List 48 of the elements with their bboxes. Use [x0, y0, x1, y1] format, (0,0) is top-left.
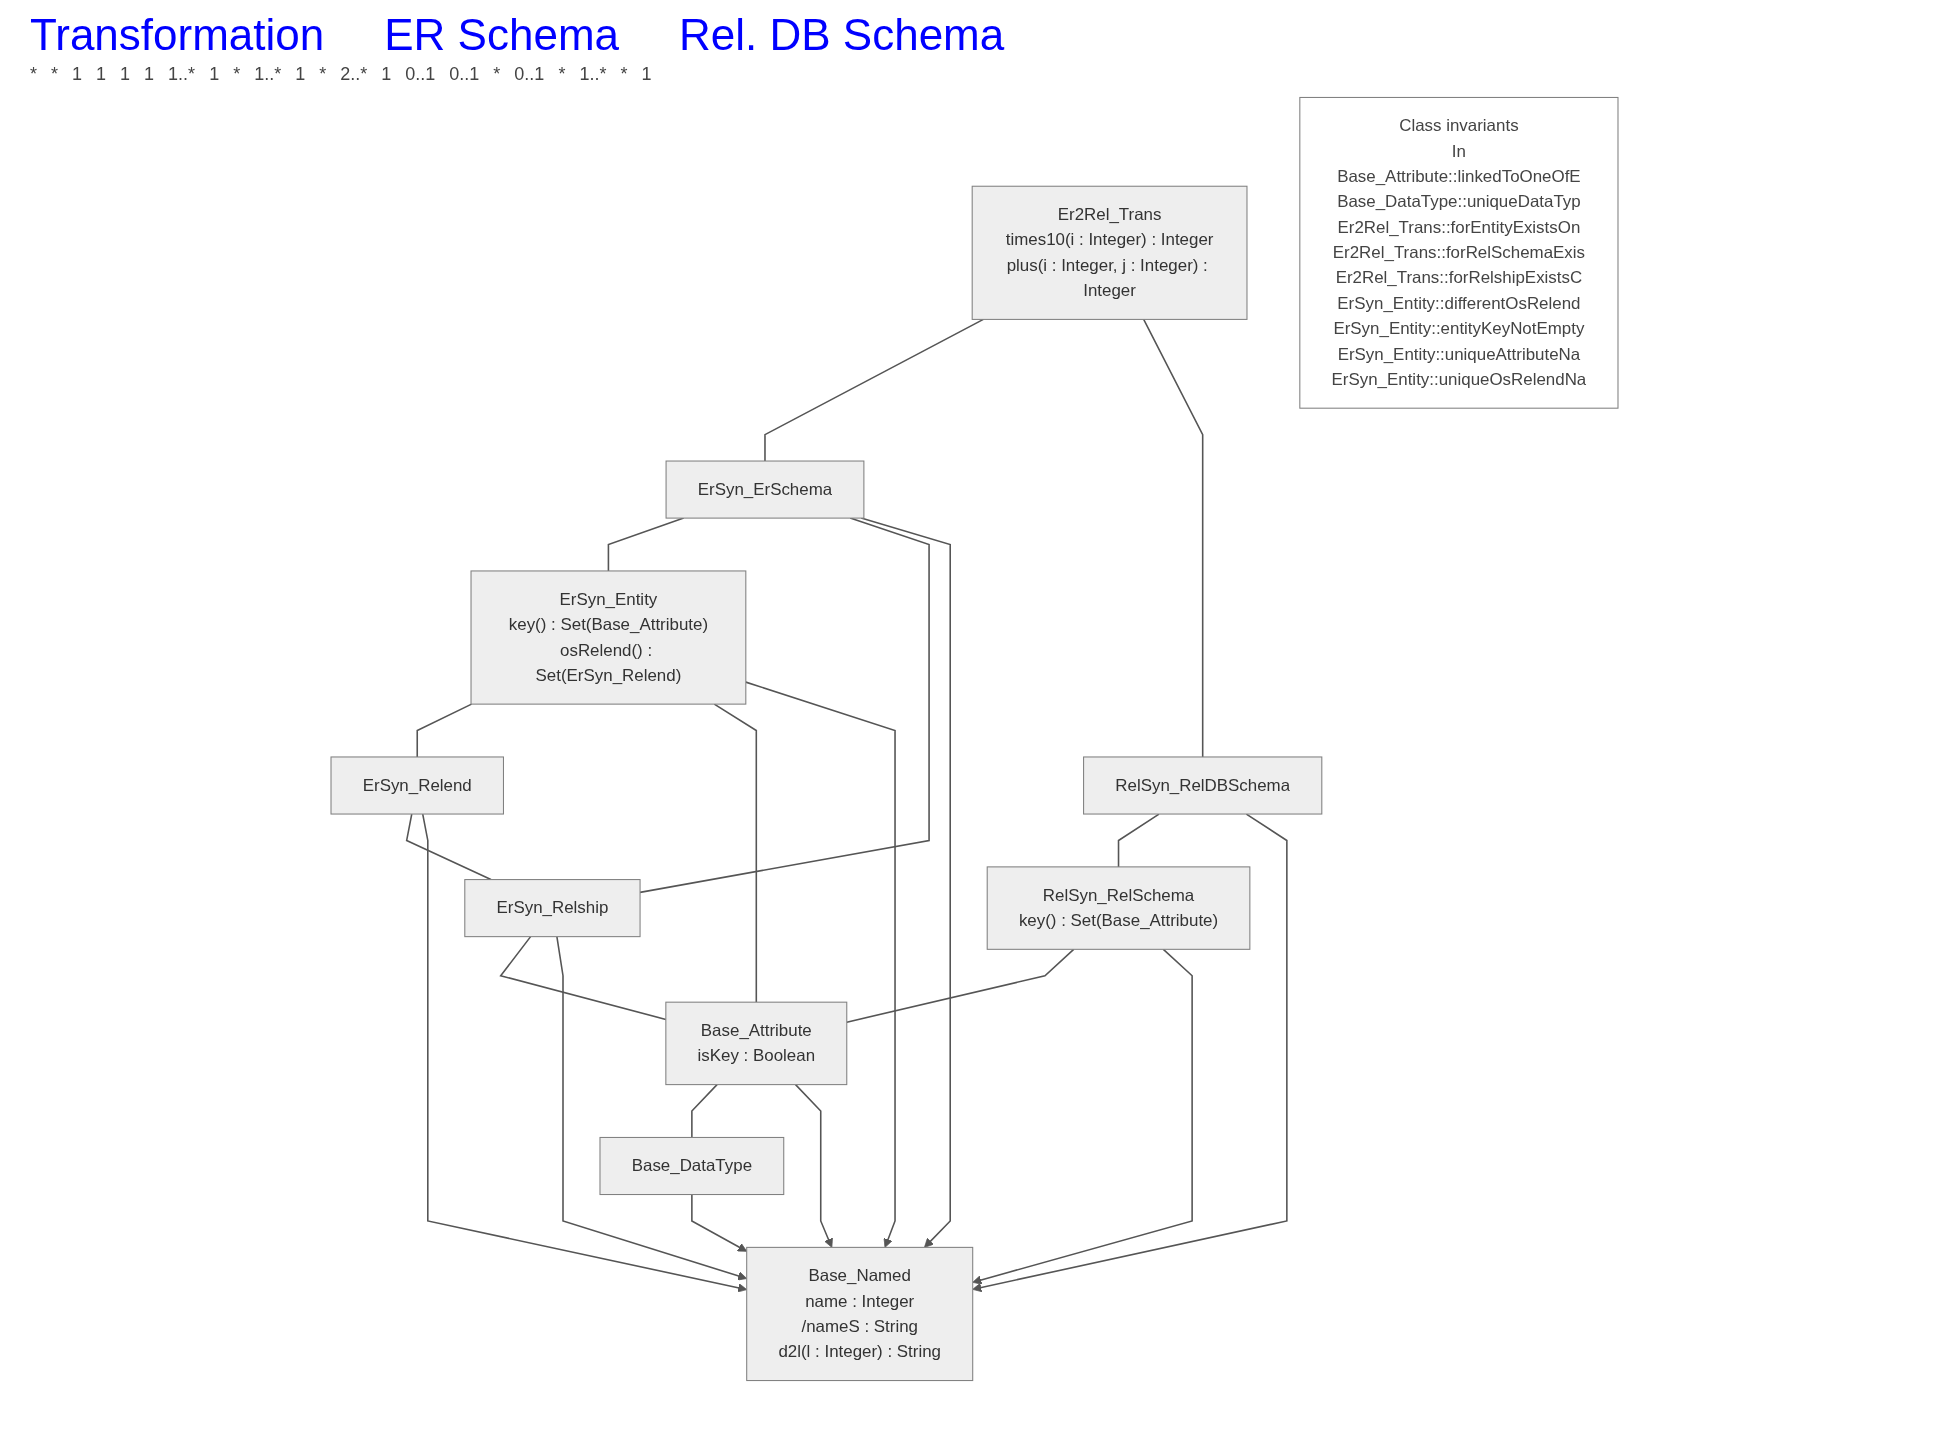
connector	[713, 703, 758, 1003]
node-box: Class invariants In Base_Attribute::linkedToOneOfE Base_DataType::uniqueDataTyp Er2Rel_Trans::forEntityExistsOn Er2Rel_Trans::forRelSchemaExis Er2Rel_Trans::forRelshipExistsC ErSyn_Entity::differentOsRelend ErSyn_Entity::entityKeyNotEmpty ErSyn_Entity::uniqueAttributeNa ErSyn_Entity::uniqueOsRelendNa	[1299, 96, 1619, 409]
multiplicity-label: 1..*	[168, 64, 196, 85]
multiplicity-label: 1	[209, 64, 220, 85]
multiplicity-label: 0..1	[405, 64, 436, 85]
multiplicity-label: *	[30, 64, 37, 85]
multiplicity-label: *	[558, 64, 566, 85]
connector	[1117, 813, 1160, 868]
multiplicity-label: *	[620, 64, 628, 85]
multiplicity-label: 1	[295, 64, 306, 85]
multiplicity-label: 0..1	[449, 64, 480, 85]
node-box: ErSyn_Entity key() : Set(Base_Attribute) osRelend() : Set(ErSyn_Relend)	[470, 570, 747, 705]
multiplicity-label: 1	[72, 64, 83, 85]
multiplicity-label: 1..*	[579, 64, 607, 85]
connector	[405, 813, 492, 881]
node-box: ErSyn_Relend	[330, 756, 504, 815]
arrow	[860, 517, 951, 1248]
multiplicity-label: 1	[120, 64, 131, 85]
section-heading: ER Schema	[384, 10, 619, 60]
connector	[764, 318, 985, 462]
multiplicity-label: 1..*	[254, 64, 282, 85]
node-box: Base_Attribute isKey : Boolean	[665, 1001, 848, 1086]
node-box: ErSyn_ErSchema	[665, 460, 865, 519]
arrow	[972, 813, 1288, 1293]
multiplicity-label: 1	[144, 64, 155, 85]
multiplicity-label: *	[51, 64, 59, 85]
arrow	[745, 681, 896, 1248]
arrow	[794, 1083, 833, 1248]
connector	[416, 703, 473, 758]
multiplicity-label: 1	[641, 64, 652, 85]
node-box: Er2Rel_Trans times10(i : Integer) : Integer plus(i : Integer, j : Integer) : Integer	[971, 185, 1248, 320]
connector	[1142, 318, 1204, 758]
node-box: RelSyn_RelSchema key() : Set(Base_Attribute)	[986, 866, 1251, 950]
node-box: Base_DataType	[599, 1136, 785, 1196]
section-heading: Transformation	[30, 10, 325, 60]
node-box: RelSyn_RelDBSchema	[1083, 756, 1323, 815]
section-heading: Rel. DB Schema	[679, 10, 1005, 60]
node-box: Base_Named name : Integer /nameS : String d2l(l : Integer) : String	[746, 1246, 974, 1382]
multiplicity-label: 1	[381, 64, 392, 85]
multiplicity-label: *	[233, 64, 241, 85]
multiplicity-label: *	[493, 64, 501, 85]
connector	[691, 1083, 718, 1139]
node-box: ErSyn_Relship	[464, 879, 641, 938]
multiplicity-label: 2..*	[340, 64, 368, 85]
multiplicity-label: 1	[96, 64, 107, 85]
arrow	[972, 948, 1193, 1285]
multiplicity-label: *	[319, 64, 327, 85]
multiplicity-label: 0..1	[514, 64, 545, 85]
